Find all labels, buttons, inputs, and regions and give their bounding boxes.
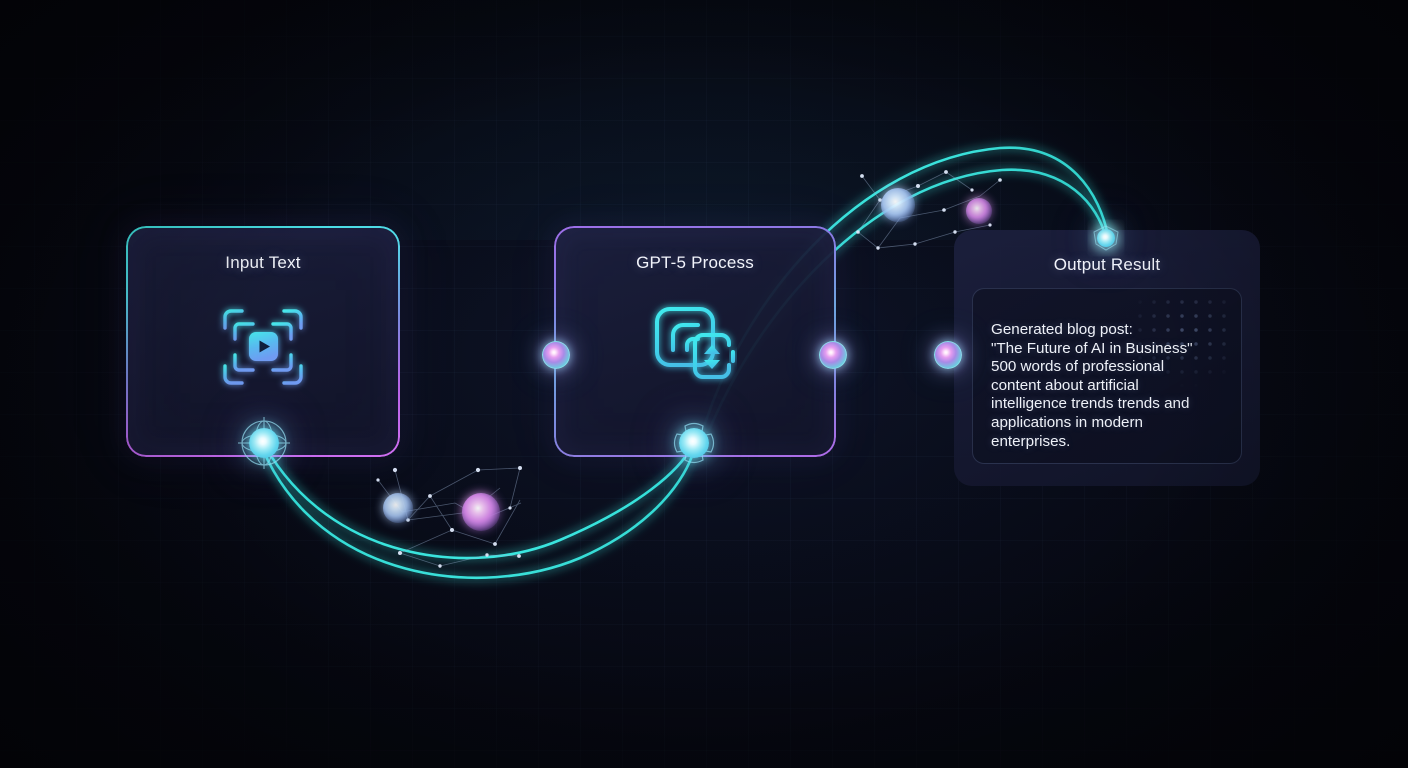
- connector-orb-input-output[interactable]: [542, 341, 570, 369]
- hub-node-output[interactable]: [1086, 218, 1126, 258]
- layers-sync-icon: [655, 307, 735, 379]
- output-card-title: Output Result: [1053, 255, 1161, 274]
- output-result-text: Generated blog post: "The Future of AI i…: [991, 321, 1193, 450]
- scan-play-icon: [223, 309, 303, 385]
- hub-node-process[interactable]: [666, 415, 722, 471]
- node-card-output[interactable]: Output Result Generated blog post: "The …: [954, 230, 1260, 486]
- output-text-panel: Generated blog post: "The Future of AI i…: [972, 288, 1242, 464]
- hub-node-input[interactable]: [236, 415, 292, 471]
- hub-core-glow: [679, 428, 709, 458]
- process-card-title: GPT-5 Process: [636, 253, 754, 272]
- input-card-title: Input Text: [225, 253, 301, 272]
- hub-core-glow: [249, 428, 279, 458]
- connector-orb-process-right[interactable]: [819, 341, 847, 369]
- connector-orb-output-left[interactable]: [934, 341, 962, 369]
- hub-core-glow: [1097, 229, 1115, 247]
